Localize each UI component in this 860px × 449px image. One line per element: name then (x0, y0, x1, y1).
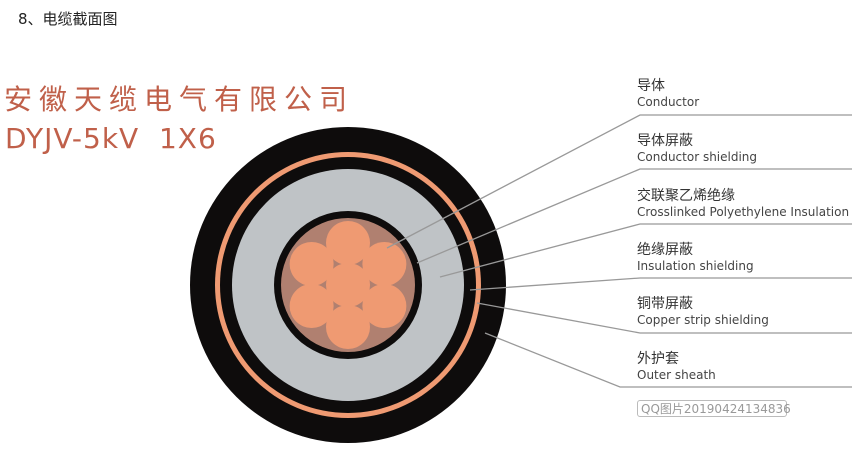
leader-lines (386, 114, 852, 388)
leader-line-copper-strip (476, 302, 852, 334)
conductor-strand (326, 263, 370, 307)
conductor-strands (289, 221, 407, 349)
conductor-strand (289, 284, 334, 328)
label-zh: 导体屏蔽 (637, 133, 693, 149)
label-zh: 铜带屏蔽 (637, 296, 693, 312)
conductor-strand (289, 242, 334, 286)
conductor-strand (326, 305, 370, 349)
label-zh: 导体 (637, 78, 665, 94)
label-en: Insulation shielding (637, 259, 754, 273)
label-zh: 绝缘屏蔽 (637, 242, 693, 258)
label-zh: 外护套 (637, 351, 679, 367)
label-en: Crosslinked Polyethylene Insulation (637, 205, 850, 219)
leader-line-conductor (386, 114, 852, 249)
leader-line-insulation (439, 223, 852, 278)
section-heading: 8、电缆截面图 (18, 10, 118, 28)
conductor-strand (326, 221, 370, 265)
label-zh: 交联聚乙烯绝缘 (637, 188, 735, 204)
leader-line-conductor-shielding (416, 168, 852, 264)
leader-line-insulation-shielding (469, 277, 852, 291)
label-en: Conductor shielding (637, 150, 758, 164)
leader-line-outer-sheath (484, 332, 852, 388)
label-en: Outer sheath (637, 368, 716, 382)
image-watermark: QQ图片20190424134836 (637, 400, 791, 417)
label-en: Copper strip shielding (637, 313, 769, 327)
company-name: 安徽天缆电气有限公司 (4, 83, 355, 116)
conductor-strand (362, 284, 407, 328)
cable-model: DYJV-5kV 1X6 (5, 122, 217, 155)
conductor-strand (362, 242, 407, 286)
label-en: Conductor (637, 95, 700, 109)
